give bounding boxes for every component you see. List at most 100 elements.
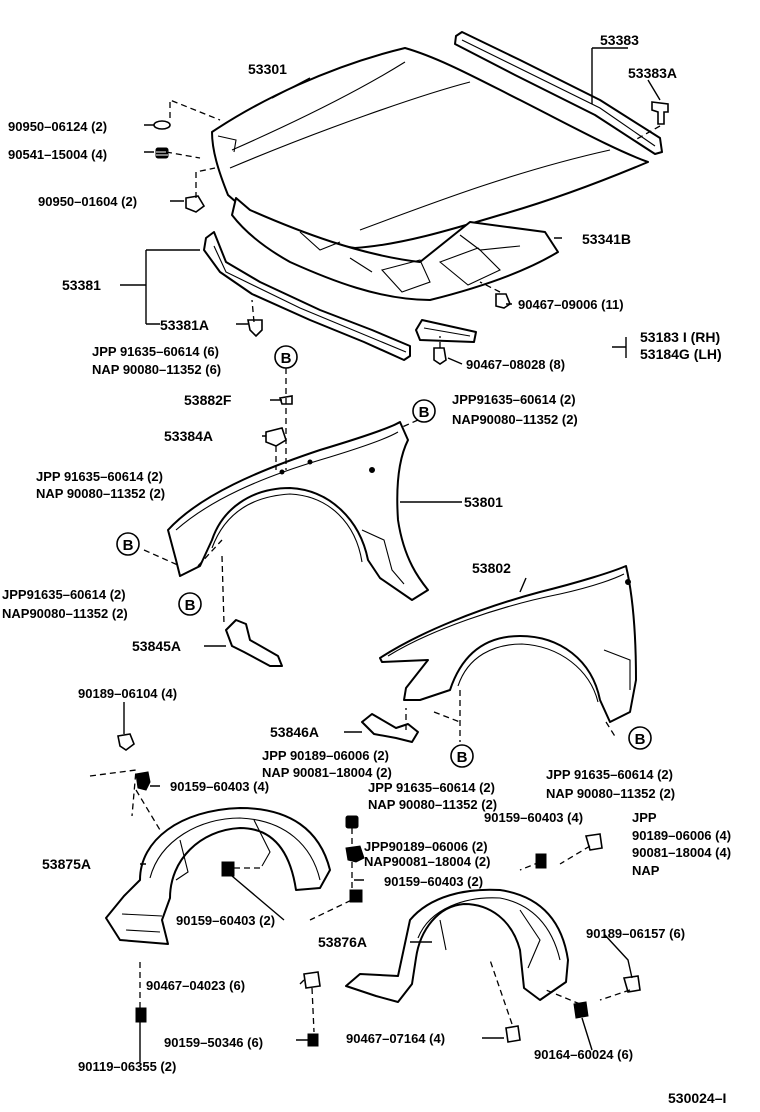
label-90159-60403-b: 90159–60403 (4)	[484, 810, 583, 825]
label-nap-90080-b: NAP90080–11352 (2)	[452, 412, 578, 427]
clip-53384A	[265, 427, 287, 447]
cushion-90950-06124	[153, 120, 171, 130]
label-53384a: 53384A	[164, 428, 213, 444]
label-53882f: 53882F	[184, 392, 232, 408]
clip-53383A	[651, 101, 669, 125]
bolt-90164-60024	[573, 1001, 589, 1019]
screw-90119-06355	[135, 1007, 147, 1023]
clip-90189-e	[345, 815, 359, 829]
label-90467-07164: 90467–07164 (4)	[346, 1031, 445, 1046]
svg-text:B: B	[419, 404, 430, 421]
svg-text:B: B	[457, 749, 468, 766]
label-hood-seal-clip: 53383A	[628, 65, 677, 81]
svg-text:B: B	[281, 350, 292, 367]
leader-lines	[120, 47, 661, 1062]
label-nap-90081-i: NAP90081–18004 (2)	[364, 854, 490, 869]
label-90541-15004: 90541–15004 (4)	[8, 147, 107, 162]
ref-b-4: B	[178, 592, 202, 616]
front-seal-strip	[203, 231, 411, 361]
label-90189-06006-h: 90189–06006 (4)	[632, 828, 731, 843]
label-nap-90080-a: NAP 90080–11352 (6)	[92, 362, 221, 377]
label-hood: 53301	[248, 61, 287, 77]
fender-fasteners	[117, 395, 293, 791]
clip-90189-06157	[622, 975, 641, 993]
hood-panel	[211, 47, 649, 249]
label-jpp-91635-g: JPP 91635–60614 (2)	[546, 767, 673, 782]
label-jpp-91635-f: JPP 91635–60614 (2)	[368, 780, 495, 795]
label-90950-06124: 90950–06124 (2)	[8, 119, 107, 134]
label-nap-90080-g: NAP 90080–11352 (2)	[546, 786, 675, 801]
label-nap-h: NAP	[632, 863, 660, 878]
bracket-53845A	[225, 619, 283, 667]
hood-insulator	[231, 197, 559, 301]
svg-text:B: B	[185, 597, 196, 614]
hood-seal-strip	[454, 31, 663, 155]
label-front-seal-clip: 53381A	[160, 317, 209, 333]
cushion-90541-15004	[155, 147, 169, 159]
label-jpp-91635-b: JPP91635–60614 (2)	[452, 392, 576, 407]
label-jpp-90189-i: JPP90189–06006 (2)	[364, 839, 488, 854]
label-90467-09006: 90467–09006 (11)	[518, 297, 624, 312]
label-90119-06355: 90119–06355 (2)	[78, 1059, 176, 1074]
bolt-90159-50346	[307, 1033, 319, 1047]
label-nap-90080-c: NAP 90080–11352 (2)	[36, 486, 165, 501]
label-90950-01604: 90950–01604 (2)	[38, 194, 137, 209]
label-53846a: 53846A	[270, 724, 319, 740]
fender-dash-lines	[143, 368, 617, 742]
label-90159-60403-a: 90159–60403 (4)	[170, 779, 269, 794]
label-nap-90080-d: NAP90080–11352 (2)	[2, 606, 128, 621]
label-fender-rh: 53801	[464, 494, 503, 510]
clip-90467-04023	[303, 971, 321, 989]
ref-b-6: B	[628, 726, 652, 750]
bolt-90159-60403-a	[135, 771, 151, 791]
label-90189-06104: 90189–06104 (4)	[78, 686, 177, 701]
bolt-90159-60403-c	[349, 889, 363, 903]
ref-b-5: B	[450, 744, 474, 768]
label-90081-18004-h: 90081–18004 (4)	[632, 845, 731, 860]
label-liner-rh: 53875A	[42, 856, 91, 872]
svg-text:B: B	[635, 731, 646, 748]
label-insulator: 53341B	[582, 231, 631, 247]
clip-53381A	[247, 319, 263, 338]
fender-rh	[167, 421, 429, 601]
clip-90467-09006	[495, 293, 511, 309]
label-53845a: 53845A	[132, 638, 181, 654]
label-liner-lh: 53876A	[318, 934, 367, 950]
label-jpp-91635-d: JPP91635–60614 (2)	[2, 587, 126, 602]
ref-b-markers: B B B B B B	[116, 345, 652, 768]
label-jpp-91635-c: JPP 91635–60614 (2)	[36, 469, 163, 484]
label-jpp-90189-e: JPP 90189–06006 (2)	[262, 748, 389, 763]
ref-b-3: B	[116, 532, 140, 556]
label-jpp-h: JPP	[632, 810, 657, 825]
bracket-53846A	[361, 713, 419, 743]
clip-90189-i	[345, 845, 365, 863]
svg-text:B: B	[123, 537, 134, 554]
label-plate-lh: 53184G (LH)	[640, 346, 722, 362]
liner-dash-lines	[89, 769, 631, 1033]
label-nap-90080-f: NAP 90080–11352 (2)	[368, 797, 497, 812]
fender-lh	[379, 565, 637, 723]
label-90159-50346: 90159–50346 (6)	[164, 1035, 263, 1050]
label-90467-08028: 90467–08028 (8)	[466, 357, 565, 372]
part-labels: 53301 53383 53383A 90950–06124 (2) 90541…	[2, 32, 731, 1106]
hood-dash-lines	[165, 99, 661, 348]
label-90159-60403-c: 90159–60403 (2)	[384, 874, 483, 889]
label-fender-lh: 53802	[472, 560, 511, 576]
liner-fasteners	[135, 815, 641, 1047]
cushion-90950-01604	[185, 195, 206, 213]
label-nap-90081-e: NAP 90081–18004 (2)	[262, 765, 392, 780]
ref-b-1: B	[274, 345, 298, 369]
label-jpp-91635-a: JPP 91635–60614 (6)	[92, 344, 219, 359]
bolt-90159-60403-d	[221, 861, 235, 877]
label-front-seal: 53381	[62, 277, 101, 293]
clip-90189-06104	[117, 733, 135, 751]
label-90467-04023: 90467–04023 (6)	[146, 978, 245, 993]
label-hood-seal: 53383	[600, 32, 639, 48]
clip-90467-07164	[505, 1025, 521, 1043]
liner-rh	[105, 807, 331, 945]
label-plate-rh: 53183 I (RH)	[640, 329, 720, 345]
bolt-90159-60403-b	[535, 853, 547, 869]
label-90164-60024: 90164–60024 (6)	[534, 1047, 633, 1062]
clip-90467-08028	[433, 347, 447, 365]
